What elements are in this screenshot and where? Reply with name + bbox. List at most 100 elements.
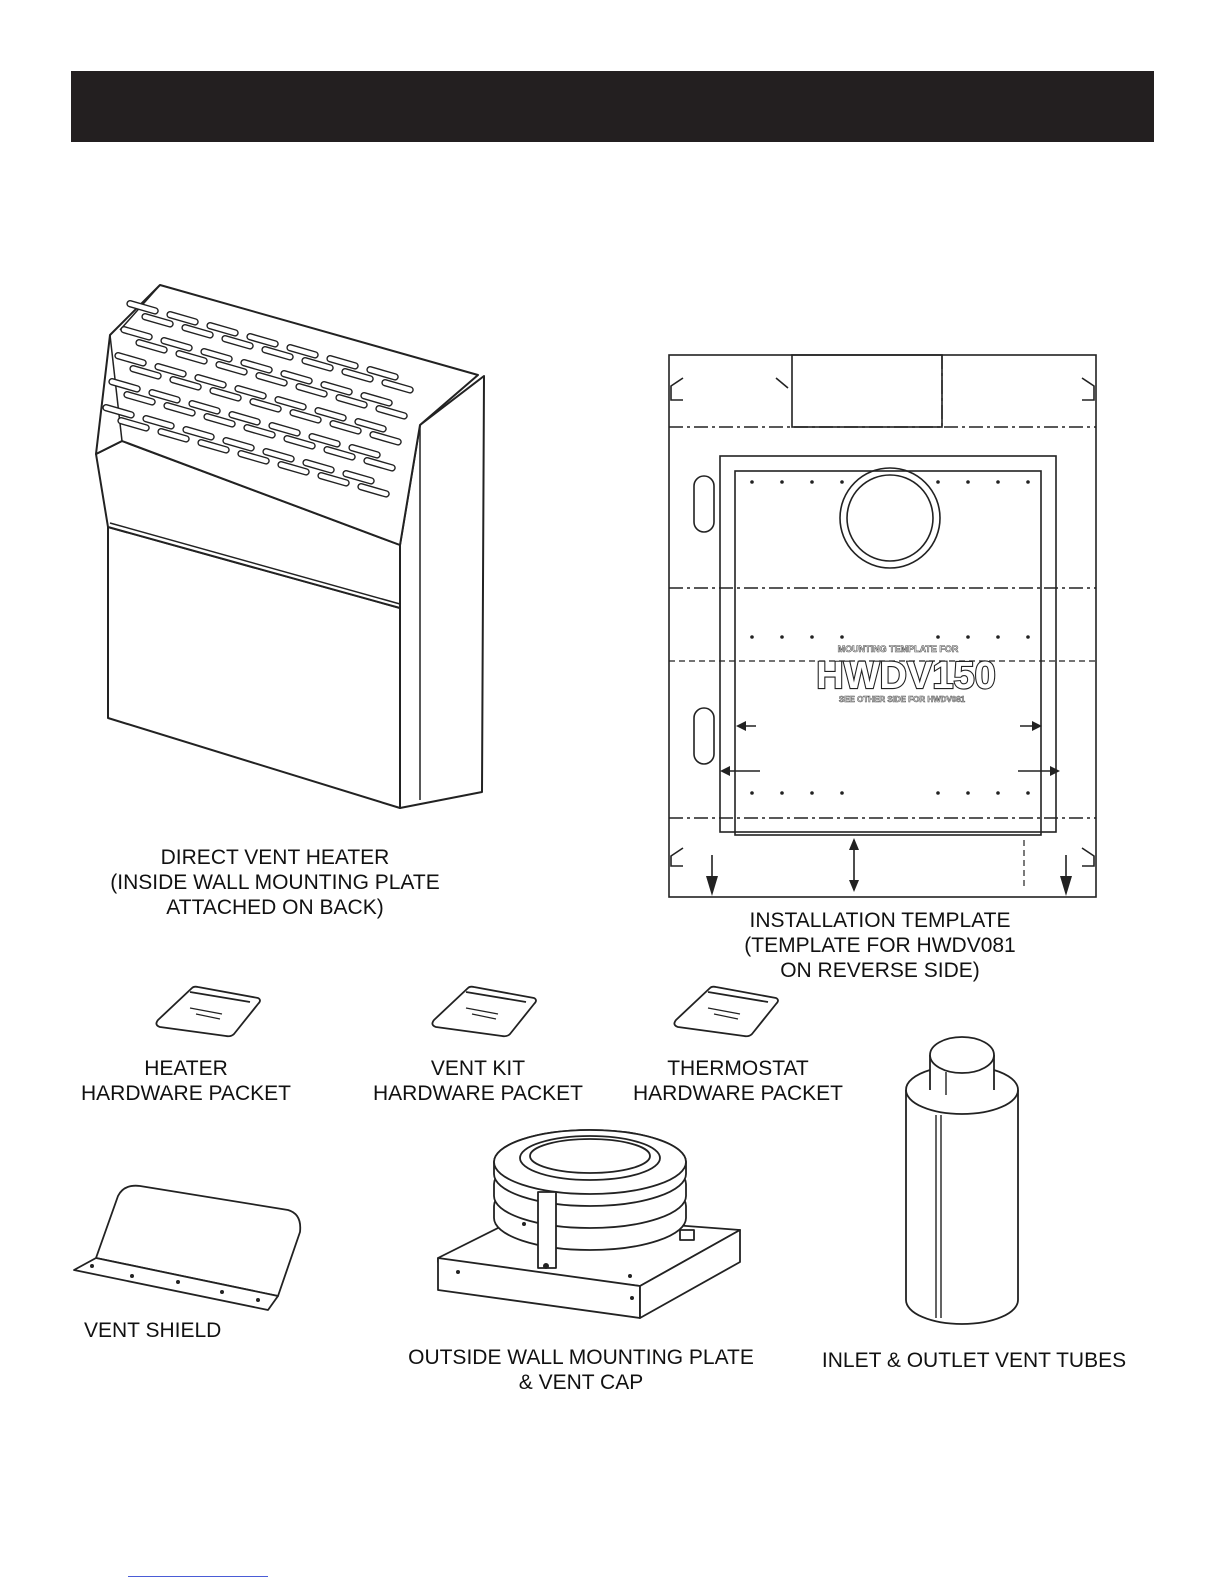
grille-slot xyxy=(206,322,239,337)
grille-slot xyxy=(283,435,316,450)
template-hole-dot xyxy=(1026,635,1030,639)
template-model-text: HWDV150 xyxy=(816,655,996,697)
vent-cap-illustration xyxy=(437,1129,741,1319)
vent-tubes-label-line-1: INLET & OUTLET VENT TUBES xyxy=(821,1349,1127,1372)
grille-slot xyxy=(240,359,273,374)
vent-cap-label-line-2: & VENT CAP xyxy=(518,1371,644,1394)
thermostat-packet-label-line-2: HARDWARE PACKET xyxy=(632,1082,844,1105)
vent-shield-label-line-1: VENT SHIELD xyxy=(84,1319,222,1342)
grille-slot xyxy=(326,355,359,370)
grille-slot xyxy=(289,409,322,424)
template-hole-dot xyxy=(780,635,784,639)
vent-cap-label: OUTSIDE WALL MOUNTING PLATE & VENT CAP xyxy=(392,1345,770,1395)
template-hole-dot xyxy=(966,635,970,639)
heater-packet-label-line-1: HEATER xyxy=(144,1057,228,1080)
grille-slot xyxy=(142,415,175,430)
grille-slot xyxy=(268,422,301,437)
template-hole-dot xyxy=(840,791,844,795)
grille-slot xyxy=(197,439,230,454)
grille-slot xyxy=(286,344,319,359)
template-hole-dot xyxy=(840,635,844,639)
heater-packet-label: HEATER HARDWARE PACKET xyxy=(70,1056,302,1106)
grille-slot xyxy=(203,413,236,428)
grille-slot xyxy=(209,387,242,402)
grille-slot xyxy=(215,361,248,376)
template-hole-dot xyxy=(810,635,814,639)
heater-packet-label-line-2: HARDWARE PACKET xyxy=(80,1082,292,1105)
template-hole-dot xyxy=(750,480,754,484)
template-hole-dot xyxy=(936,480,940,484)
grille-slot xyxy=(117,417,150,432)
grille-slot xyxy=(102,404,135,419)
template-hole-dot xyxy=(966,480,970,484)
grille-slot xyxy=(354,418,387,433)
grille-slot xyxy=(166,311,199,326)
template-hole-dot xyxy=(750,635,754,639)
heater-label-line-1: DIRECT VENT HEATER xyxy=(160,846,390,869)
template-label-line-2: (TEMPLATE FOR HWDV081 xyxy=(744,934,1016,957)
template-hole-dot xyxy=(810,480,814,484)
thermostat-packet-label-line-1: THERMOSTAT xyxy=(667,1057,809,1080)
grille-slot xyxy=(228,411,261,426)
heater-label-line-2: (INSIDE WALL MOUNTING PLATE xyxy=(110,871,440,894)
grille-slot xyxy=(363,457,396,472)
template-hole-dot xyxy=(996,791,1000,795)
grille-slot xyxy=(295,383,328,398)
grille-slot xyxy=(369,431,402,446)
grille-slot xyxy=(135,339,168,354)
footer-link-underline[interactable] xyxy=(128,1576,268,1577)
grille-slot xyxy=(375,405,408,420)
vent-kit-packet-label-line-1: VENT KIT xyxy=(430,1057,526,1080)
grille-slot xyxy=(182,426,215,441)
heater-label: DIRECT VENT HEATER (INSIDE WALL MOUNTING… xyxy=(110,845,440,920)
grille-slot xyxy=(148,389,181,404)
grille-slot xyxy=(280,370,313,385)
grille-slot xyxy=(181,324,214,339)
grille-slot xyxy=(243,424,276,439)
grille-slot xyxy=(255,372,288,387)
grille-slot xyxy=(141,313,174,328)
template-hole-dot xyxy=(936,635,940,639)
template-hole-dot xyxy=(780,480,784,484)
grille-slot xyxy=(120,326,153,341)
grille-slot xyxy=(261,346,294,361)
heater-packet-illustration xyxy=(155,985,261,1038)
template-hole-dot xyxy=(1026,791,1030,795)
grille-slot xyxy=(160,337,193,352)
grille-slot xyxy=(342,470,375,485)
installation-template-illustration: MOUNTING TEMPLATE FOR HWDV150 SEE OTHER … xyxy=(668,354,1097,898)
vent-shield-label: VENT SHIELD xyxy=(84,1318,244,1343)
template-hole-dot xyxy=(936,791,940,795)
template-label-line-3: ON REVERSE SIDE) xyxy=(780,959,980,982)
grille-slot xyxy=(200,348,233,363)
grille-slot xyxy=(126,300,159,315)
grille-slot xyxy=(129,365,162,380)
header-bar xyxy=(71,71,1154,142)
grille-slot xyxy=(302,459,335,474)
grille-slot xyxy=(221,335,254,350)
grille-slot xyxy=(381,379,414,394)
grille-slot xyxy=(314,407,347,422)
grille-slot xyxy=(114,352,147,367)
thermostat-packet-illustration xyxy=(673,985,779,1038)
grille-slot xyxy=(222,437,255,452)
grille-slot xyxy=(317,472,350,487)
grille-slot xyxy=(301,357,334,372)
template-hole-dot xyxy=(780,791,784,795)
vent-cap-label-line-1: OUTSIDE WALL MOUNTING PLATE xyxy=(408,1346,754,1369)
grille-slot xyxy=(188,400,221,415)
grille-slot xyxy=(123,391,156,406)
heater-label-line-3: ATTACHED ON BACK) xyxy=(166,896,384,919)
vent-shield-illustration xyxy=(73,1184,302,1311)
vent-kit-packet-illustration xyxy=(431,985,537,1038)
grille-slot xyxy=(234,385,267,400)
grille-slot xyxy=(274,396,307,411)
grille-slot xyxy=(108,378,141,393)
grille-slot xyxy=(262,448,295,463)
template-hole-dot xyxy=(840,480,844,484)
thermostat-packet-label: THERMOSTAT HARDWARE PACKET xyxy=(622,1056,854,1106)
grille-slot xyxy=(157,428,190,443)
grille-slot xyxy=(237,450,270,465)
template-top-text: MOUNTING TEMPLATE FOR xyxy=(838,644,959,654)
vent-tubes-illustration xyxy=(905,1036,1019,1325)
